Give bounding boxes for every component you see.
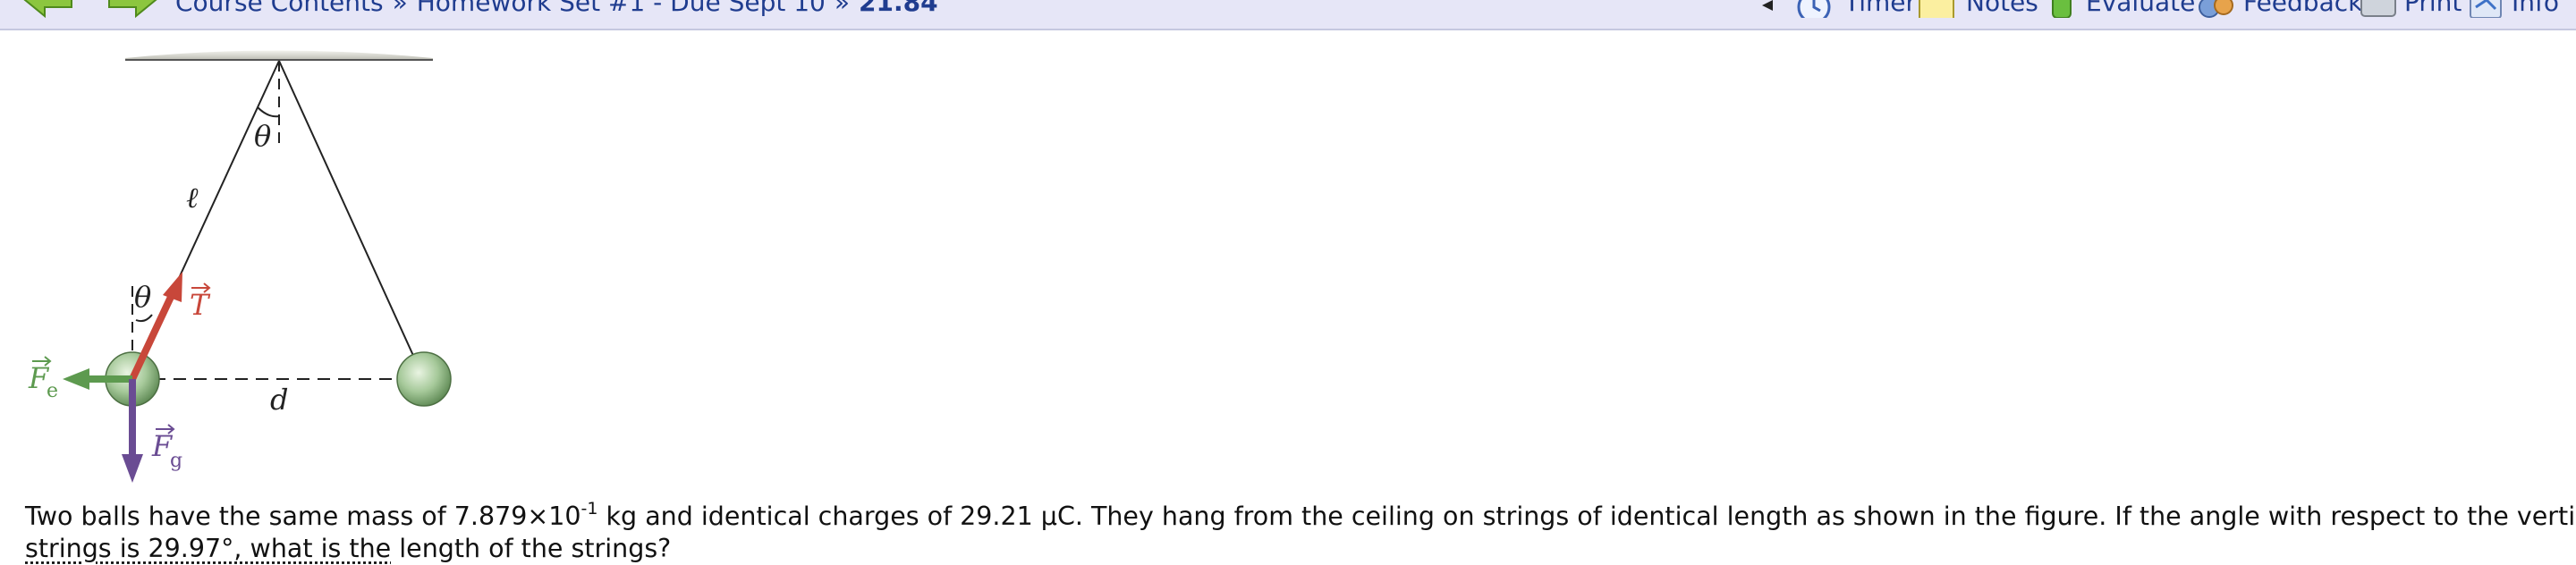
problem-text-rest: length of the strings?: [391, 534, 672, 563]
length-label: ℓ: [186, 181, 199, 215]
pendulum-figure: θ ℓ θ d T F e F g: [0, 36, 483, 501]
electric-force-subscript: e: [47, 380, 58, 402]
theta-label-ball: θ: [134, 280, 151, 314]
evaluate-icon: [2048, 0, 2075, 25]
toolbar-collapse-icon[interactable]: [1760, 0, 1775, 18]
notes-label: Notes: [1966, 0, 2038, 17]
problem-line-2: strings is 29.97°, what is the length of…: [25, 533, 2565, 565]
info-label: Info: [2512, 0, 2559, 17]
problem-statement: Two balls have the same mass of 7.879×10…: [25, 498, 2576, 565]
gravity-vector-arrow: [156, 424, 175, 434]
breadcrumb-timer-value: 21.84: [859, 0, 938, 17]
breadcrumb-homework-set[interactable]: Homework Set #1 - Due Sept 10: [416, 0, 826, 17]
right-string: [278, 60, 425, 380]
problem-line-1: Two balls have the same mass of 7.879×10…: [25, 498, 2576, 533]
charged-balls-diagram: θ ℓ θ d T F e F g: [28, 50, 452, 483]
ceiling: [125, 50, 433, 61]
theta-label-top: θ: [254, 119, 271, 153]
print-label: Print: [2404, 0, 2462, 17]
feedback-icon: [2197, 0, 2236, 25]
info-icon: [2469, 0, 2504, 25]
clock-icon: [1796, 0, 1832, 25]
gravity-arrowhead: [122, 454, 143, 483]
timer-label: Timer: [1844, 0, 1917, 17]
tension-arrowhead: [163, 272, 182, 302]
forward-arrow-icon[interactable]: [107, 0, 157, 20]
breadcrumb: Course Contents » Homework Set #1 - Due Se…: [175, 0, 938, 18]
toolbar: Timer Notes Evaluate Feedback Print: [0, 0, 2576, 24]
tension-arrow: [129, 293, 175, 381]
theta-arc-top: [257, 106, 280, 118]
back-arrow-icon[interactable]: [23, 0, 73, 20]
feedback-label: Feedback: [2243, 0, 2363, 17]
right-ball: [396, 351, 452, 407]
breadcrumb-separator: »: [834, 0, 851, 17]
electric-force-arrowhead: [63, 368, 89, 390]
electric-vector-arrow: [32, 356, 52, 367]
breadcrumb-separator: »: [392, 0, 408, 17]
breadcrumb-course-contents[interactable]: Course Contents: [175, 0, 384, 17]
gravity-label: F: [151, 429, 174, 463]
problem-text-part1: Two balls have the same mass of 7.879×10: [25, 502, 581, 531]
distance-label: d: [270, 383, 288, 417]
notes-icon: [1918, 0, 1955, 25]
problem-text-part2: kg and identical charges of 29.21 μC. Th…: [597, 502, 2576, 531]
tension-vector-arrow: [191, 282, 211, 293]
theta-arc-ball: [135, 314, 153, 323]
gravity-subscript: g: [170, 450, 182, 472]
printer-icon: [2360, 0, 2397, 25]
evaluate-label: Evaluate: [2086, 0, 2196, 17]
tension-label: T: [190, 288, 211, 322]
electric-force-label: F: [28, 361, 50, 395]
problem-variable-link[interactable]: strings is 29.97°, what is the: [25, 534, 392, 563]
top-navigation-bar: Course Contents » Homework Set #1 - Due Se…: [0, 0, 2576, 30]
problem-exponent: -1: [580, 498, 598, 519]
